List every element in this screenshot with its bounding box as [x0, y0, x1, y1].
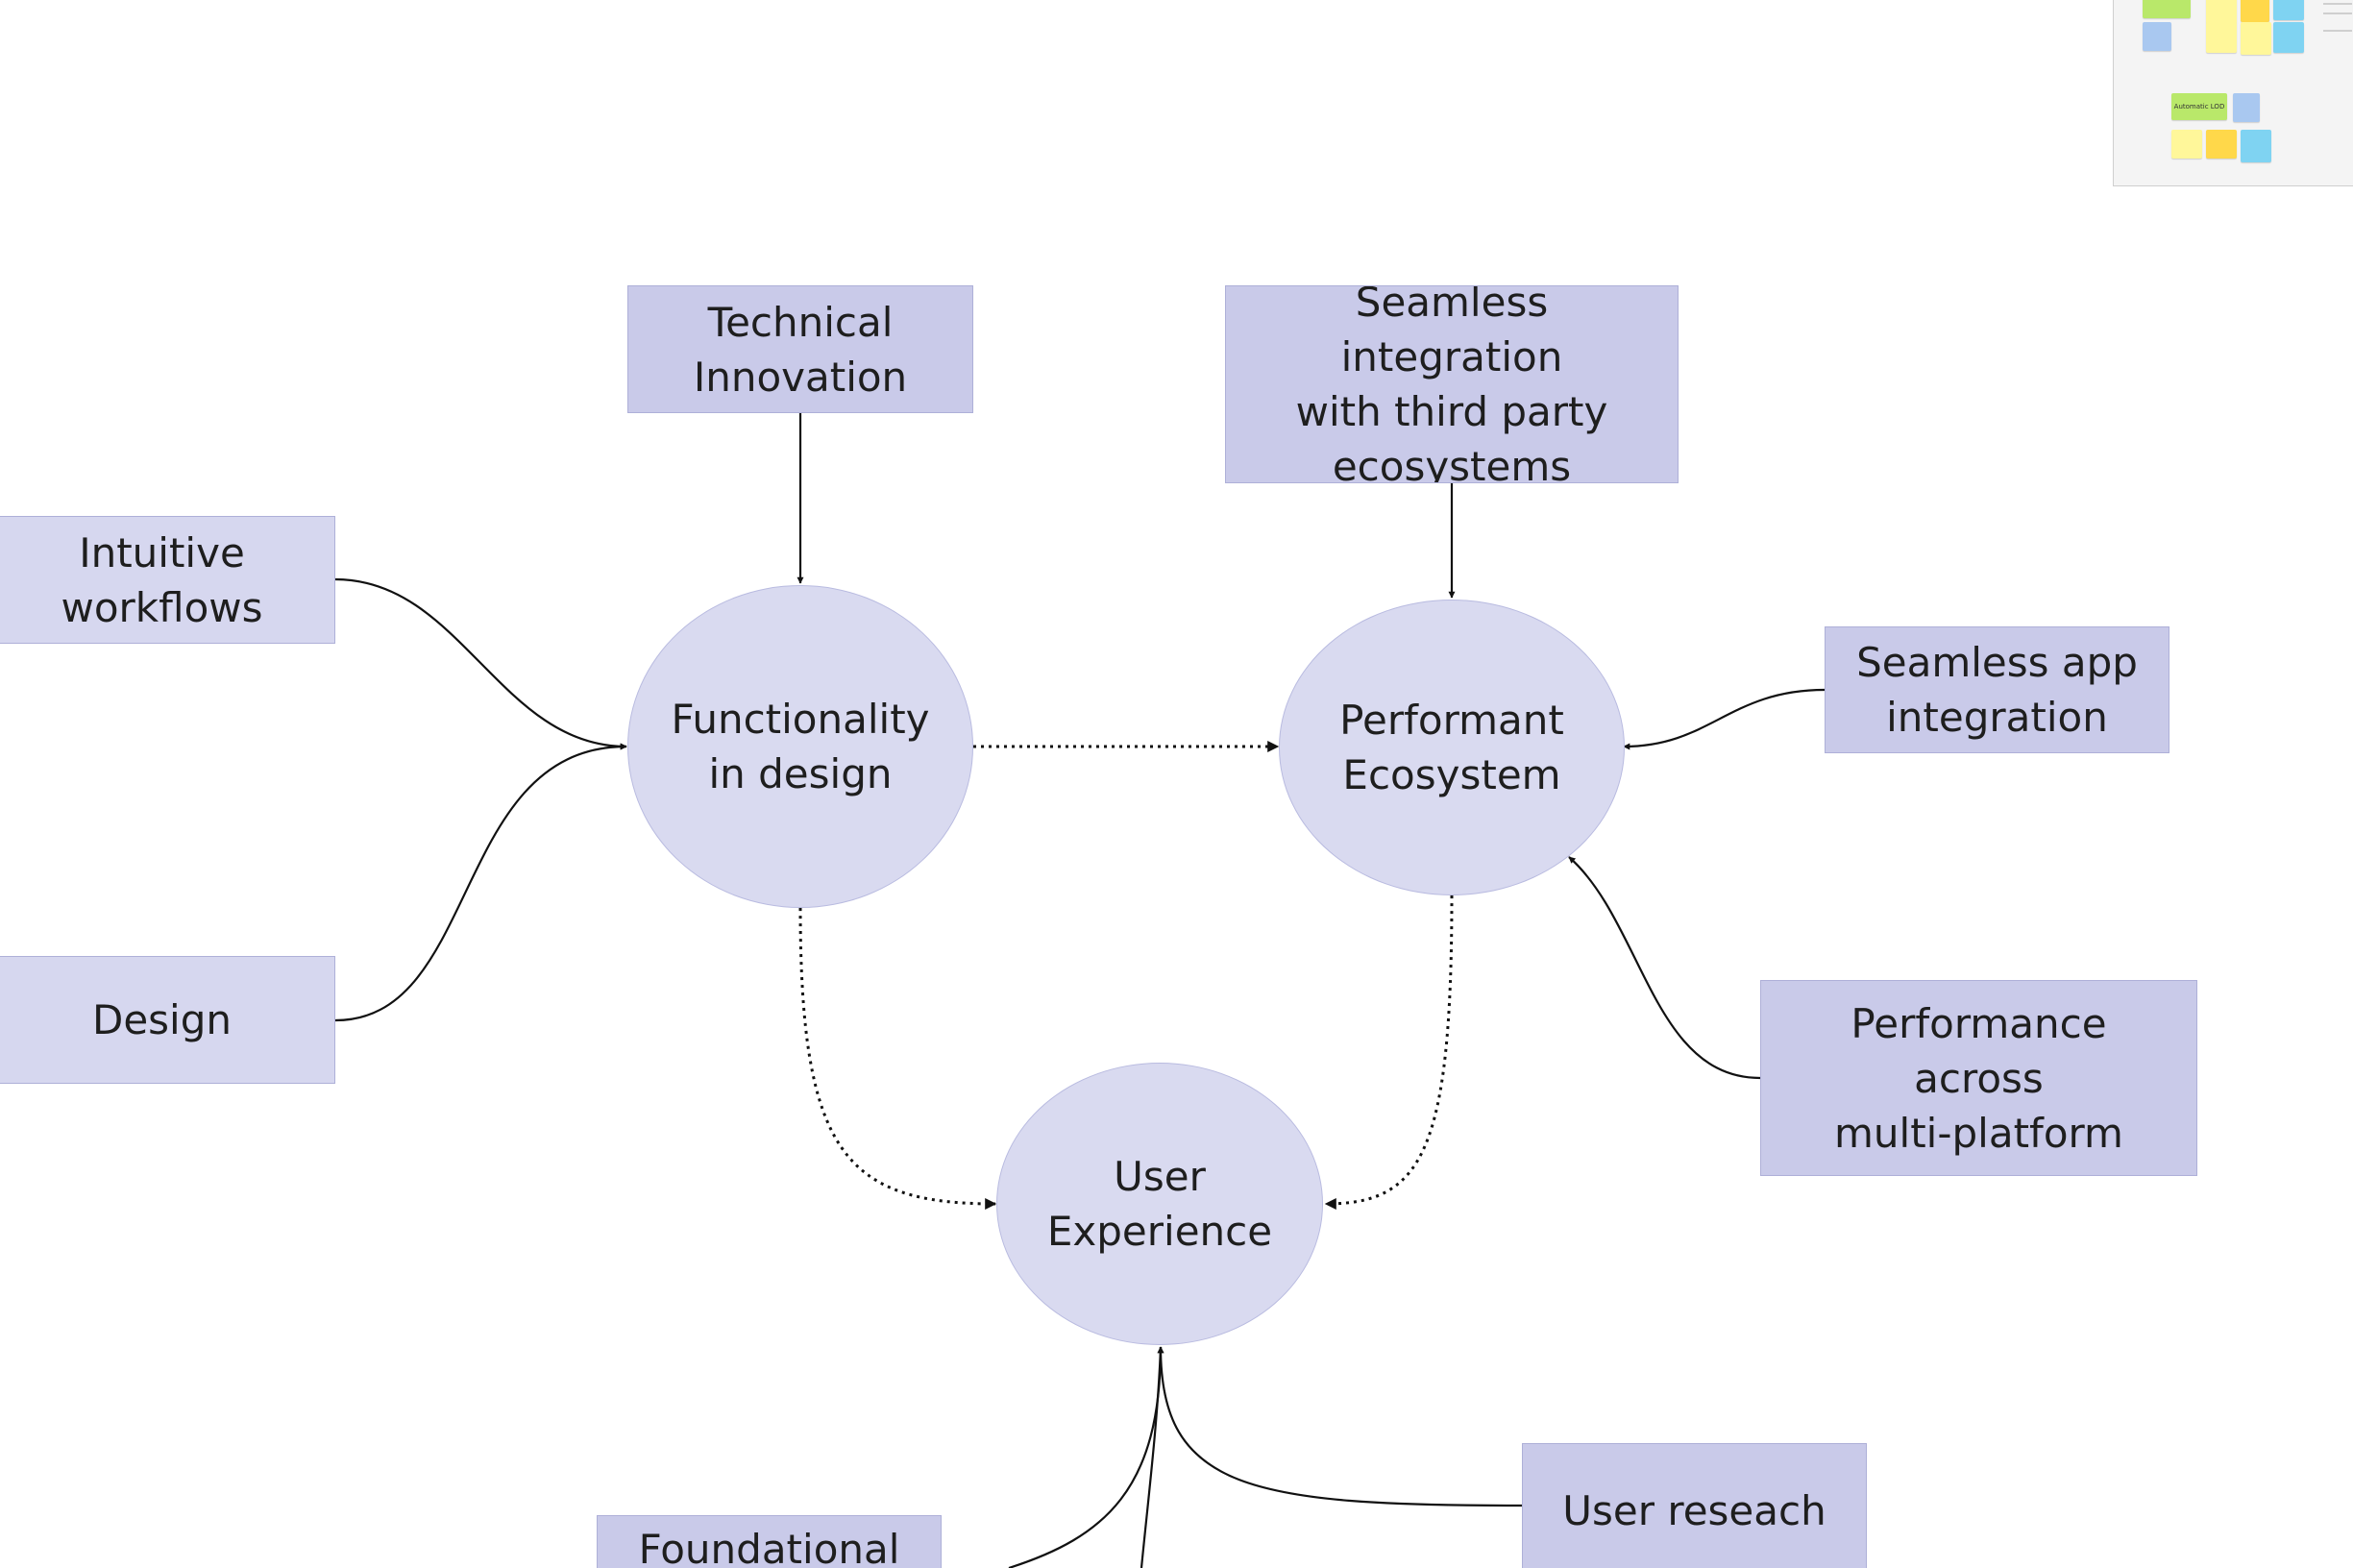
minimap-sticky — [2143, 22, 2171, 51]
node-foundational-ux[interactable]: Foundational UX — [597, 1515, 942, 1568]
minimap-sticky — [2241, 130, 2271, 162]
node-seamless-integration[interactable]: Seamless integration with third party ec… — [1225, 285, 1679, 483]
minimap-note-line — [2323, 3, 2352, 5]
board-minimap[interactable]: Automatic LOD — [2113, 0, 2353, 186]
edge-performant-to-user-experience[interactable] — [1324, 894, 1454, 1210]
minimap-sticky — [2206, 0, 2237, 24]
minimap-sticky — [2143, 0, 2191, 18]
minimap-sticky — [2206, 22, 2237, 53]
node-seamless-app-integration[interactable]: Seamless app integration — [1825, 626, 2169, 753]
edge-user-research-to-user-experience[interactable] — [1157, 1346, 1523, 1507]
edge-offscreen-to-user-experience[interactable] — [1140, 1346, 1163, 1568]
edge-design-to-functionality[interactable] — [334, 743, 627, 1022]
minimap-sticky — [2206, 130, 2237, 159]
minimap-sticky — [2273, 22, 2304, 53]
minimap-sticky — [2171, 130, 2202, 159]
minimap-sticky: Automatic LOD — [2171, 93, 2227, 120]
node-user-experience[interactable]: User Experience — [996, 1063, 1323, 1345]
node-intuitive-workflows[interactable]: Intuitive workflows — [0, 516, 335, 644]
node-performance-multiplatform[interactable]: Performance across multi-platform — [1760, 980, 2197, 1176]
node-design[interactable]: Design — [0, 956, 335, 1084]
node-technical-innovation[interactable]: Technical Innovation — [627, 285, 973, 413]
minimap-sticky — [2273, 0, 2304, 20]
node-performant-ecosystem[interactable]: Performant Ecosystem — [1279, 600, 1625, 895]
minimap-sticky — [2233, 93, 2260, 122]
edge-foundational-ux-to-user-experience[interactable] — [1008, 1346, 1164, 1568]
minimap-sticky — [2241, 0, 2269, 22]
edge-performance-multiplatform-to-performant[interactable] — [1568, 856, 1761, 1080]
edge-functionality-to-user-experience[interactable] — [798, 907, 997, 1210]
node-user-research[interactable]: User reseach — [1522, 1443, 1867, 1568]
minimap-sticky — [2241, 22, 2271, 55]
edge-seamless-app-to-performant[interactable] — [1623, 688, 1826, 750]
edge-intuitive-workflows-to-functionality[interactable] — [334, 577, 627, 750]
minimap-note-line — [2323, 12, 2352, 14]
node-functionality-in-design[interactable]: Functionality in design — [627, 585, 973, 908]
minimap-note-line — [2323, 30, 2352, 32]
